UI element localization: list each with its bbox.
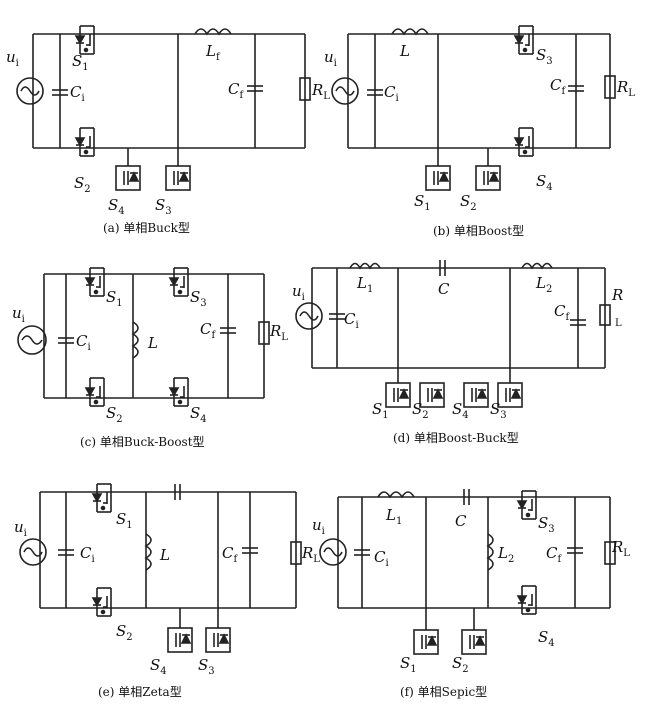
b-l-label: L bbox=[399, 42, 410, 60]
caption-d: (d) 单相Boost-Buck型 bbox=[393, 431, 519, 445]
f-s1-label: S1 bbox=[400, 654, 417, 675]
b-s1-label: S1 bbox=[414, 192, 431, 213]
f-c-label: C bbox=[455, 512, 467, 530]
f-s2-label: S2 bbox=[452, 654, 469, 675]
d-s3-label: S3 bbox=[490, 400, 507, 421]
f-cf-label: Cf bbox=[546, 544, 562, 565]
d-s4-label: S4 bbox=[452, 400, 469, 421]
d-s2-label: S2 bbox=[412, 400, 429, 421]
c-rl-label: RL bbox=[269, 322, 288, 343]
b-ci-label: Ci bbox=[384, 83, 399, 104]
a-cf-label: Cf bbox=[228, 80, 244, 101]
c-s4-label: S4 bbox=[190, 404, 207, 425]
f-rl-label: RL bbox=[611, 538, 630, 559]
d-c-label: C bbox=[438, 280, 450, 298]
a-s3-label: S3 bbox=[155, 196, 172, 217]
e-cf-label: Cf bbox=[222, 544, 238, 565]
panel-c-circuit bbox=[17, 267, 270, 407]
b-rl-label: RL bbox=[616, 78, 635, 99]
caption-a: (a) 单相Buck型 bbox=[103, 221, 190, 235]
a-lf-label: Lf bbox=[205, 42, 221, 63]
b-cf-label: Cf bbox=[550, 76, 566, 97]
a-source-label: ui bbox=[6, 48, 19, 69]
e-s4-label: S4 bbox=[150, 656, 167, 677]
d-s1-label: S1 bbox=[372, 400, 389, 421]
a-s4-label: S4 bbox=[108, 196, 125, 217]
b-source-label: ui bbox=[324, 48, 337, 69]
b-s4-label: S4 bbox=[536, 172, 553, 193]
f-l2-label: L2 bbox=[497, 544, 514, 565]
d-l1-label: L1 bbox=[356, 274, 373, 295]
caption-f: (f) 单相Sepic型 bbox=[400, 685, 488, 699]
e-rl-label: RL bbox=[301, 544, 320, 565]
c-s2-label: S2 bbox=[106, 404, 123, 425]
panel-f-circuit bbox=[319, 489, 616, 655]
b-s2-label: S2 bbox=[460, 192, 477, 213]
f-ci-label: Ci bbox=[374, 548, 389, 569]
d-source-label: ui bbox=[292, 282, 305, 303]
e-l-label: L bbox=[159, 546, 170, 564]
d-r-label: R bbox=[611, 286, 623, 304]
f-source-label: ui bbox=[312, 516, 325, 537]
panel-e-circuit bbox=[19, 483, 302, 653]
d-l2-label: L2 bbox=[535, 274, 552, 295]
e-s3-label: S3 bbox=[198, 656, 215, 677]
e-s1-label: S1 bbox=[116, 510, 133, 531]
c-ci-label: Ci bbox=[76, 332, 91, 353]
caption-b: (b) 单相Boost型 bbox=[433, 224, 525, 238]
c-s1-label: S1 bbox=[106, 288, 123, 309]
c-s3-label: S3 bbox=[190, 288, 207, 309]
d-cf-label: Cf bbox=[554, 302, 570, 323]
e-source-label: ui bbox=[14, 518, 27, 539]
c-l-label: L bbox=[147, 334, 158, 352]
a-s1-label: S1 bbox=[72, 52, 89, 73]
a-s2-label: S2 bbox=[74, 174, 91, 195]
a-rl-label: RL bbox=[311, 81, 330, 102]
panel-d-circuit bbox=[295, 260, 611, 408]
caption-c: (c) 单相Buck-Boost型 bbox=[80, 435, 205, 449]
c-source-label: ui bbox=[12, 304, 25, 325]
panel-b-circuit bbox=[331, 25, 616, 191]
d-r-sub-label: L bbox=[615, 318, 622, 329]
e-s2-label: S2 bbox=[116, 622, 133, 643]
panel-a-circuit bbox=[16, 25, 311, 191]
f-l1-label: L1 bbox=[385, 506, 402, 527]
a-ci-label: Ci bbox=[70, 83, 85, 104]
b-s3-label: S3 bbox=[536, 46, 553, 67]
d-ci-label: Ci bbox=[344, 310, 359, 331]
e-ci-label: Ci bbox=[80, 544, 95, 565]
c-cf-label: Cf bbox=[200, 320, 216, 341]
f-s4-label: S4 bbox=[538, 628, 555, 649]
caption-e: (e) 单相Zeta型 bbox=[98, 685, 182, 699]
f-s3-label: S3 bbox=[538, 514, 555, 535]
